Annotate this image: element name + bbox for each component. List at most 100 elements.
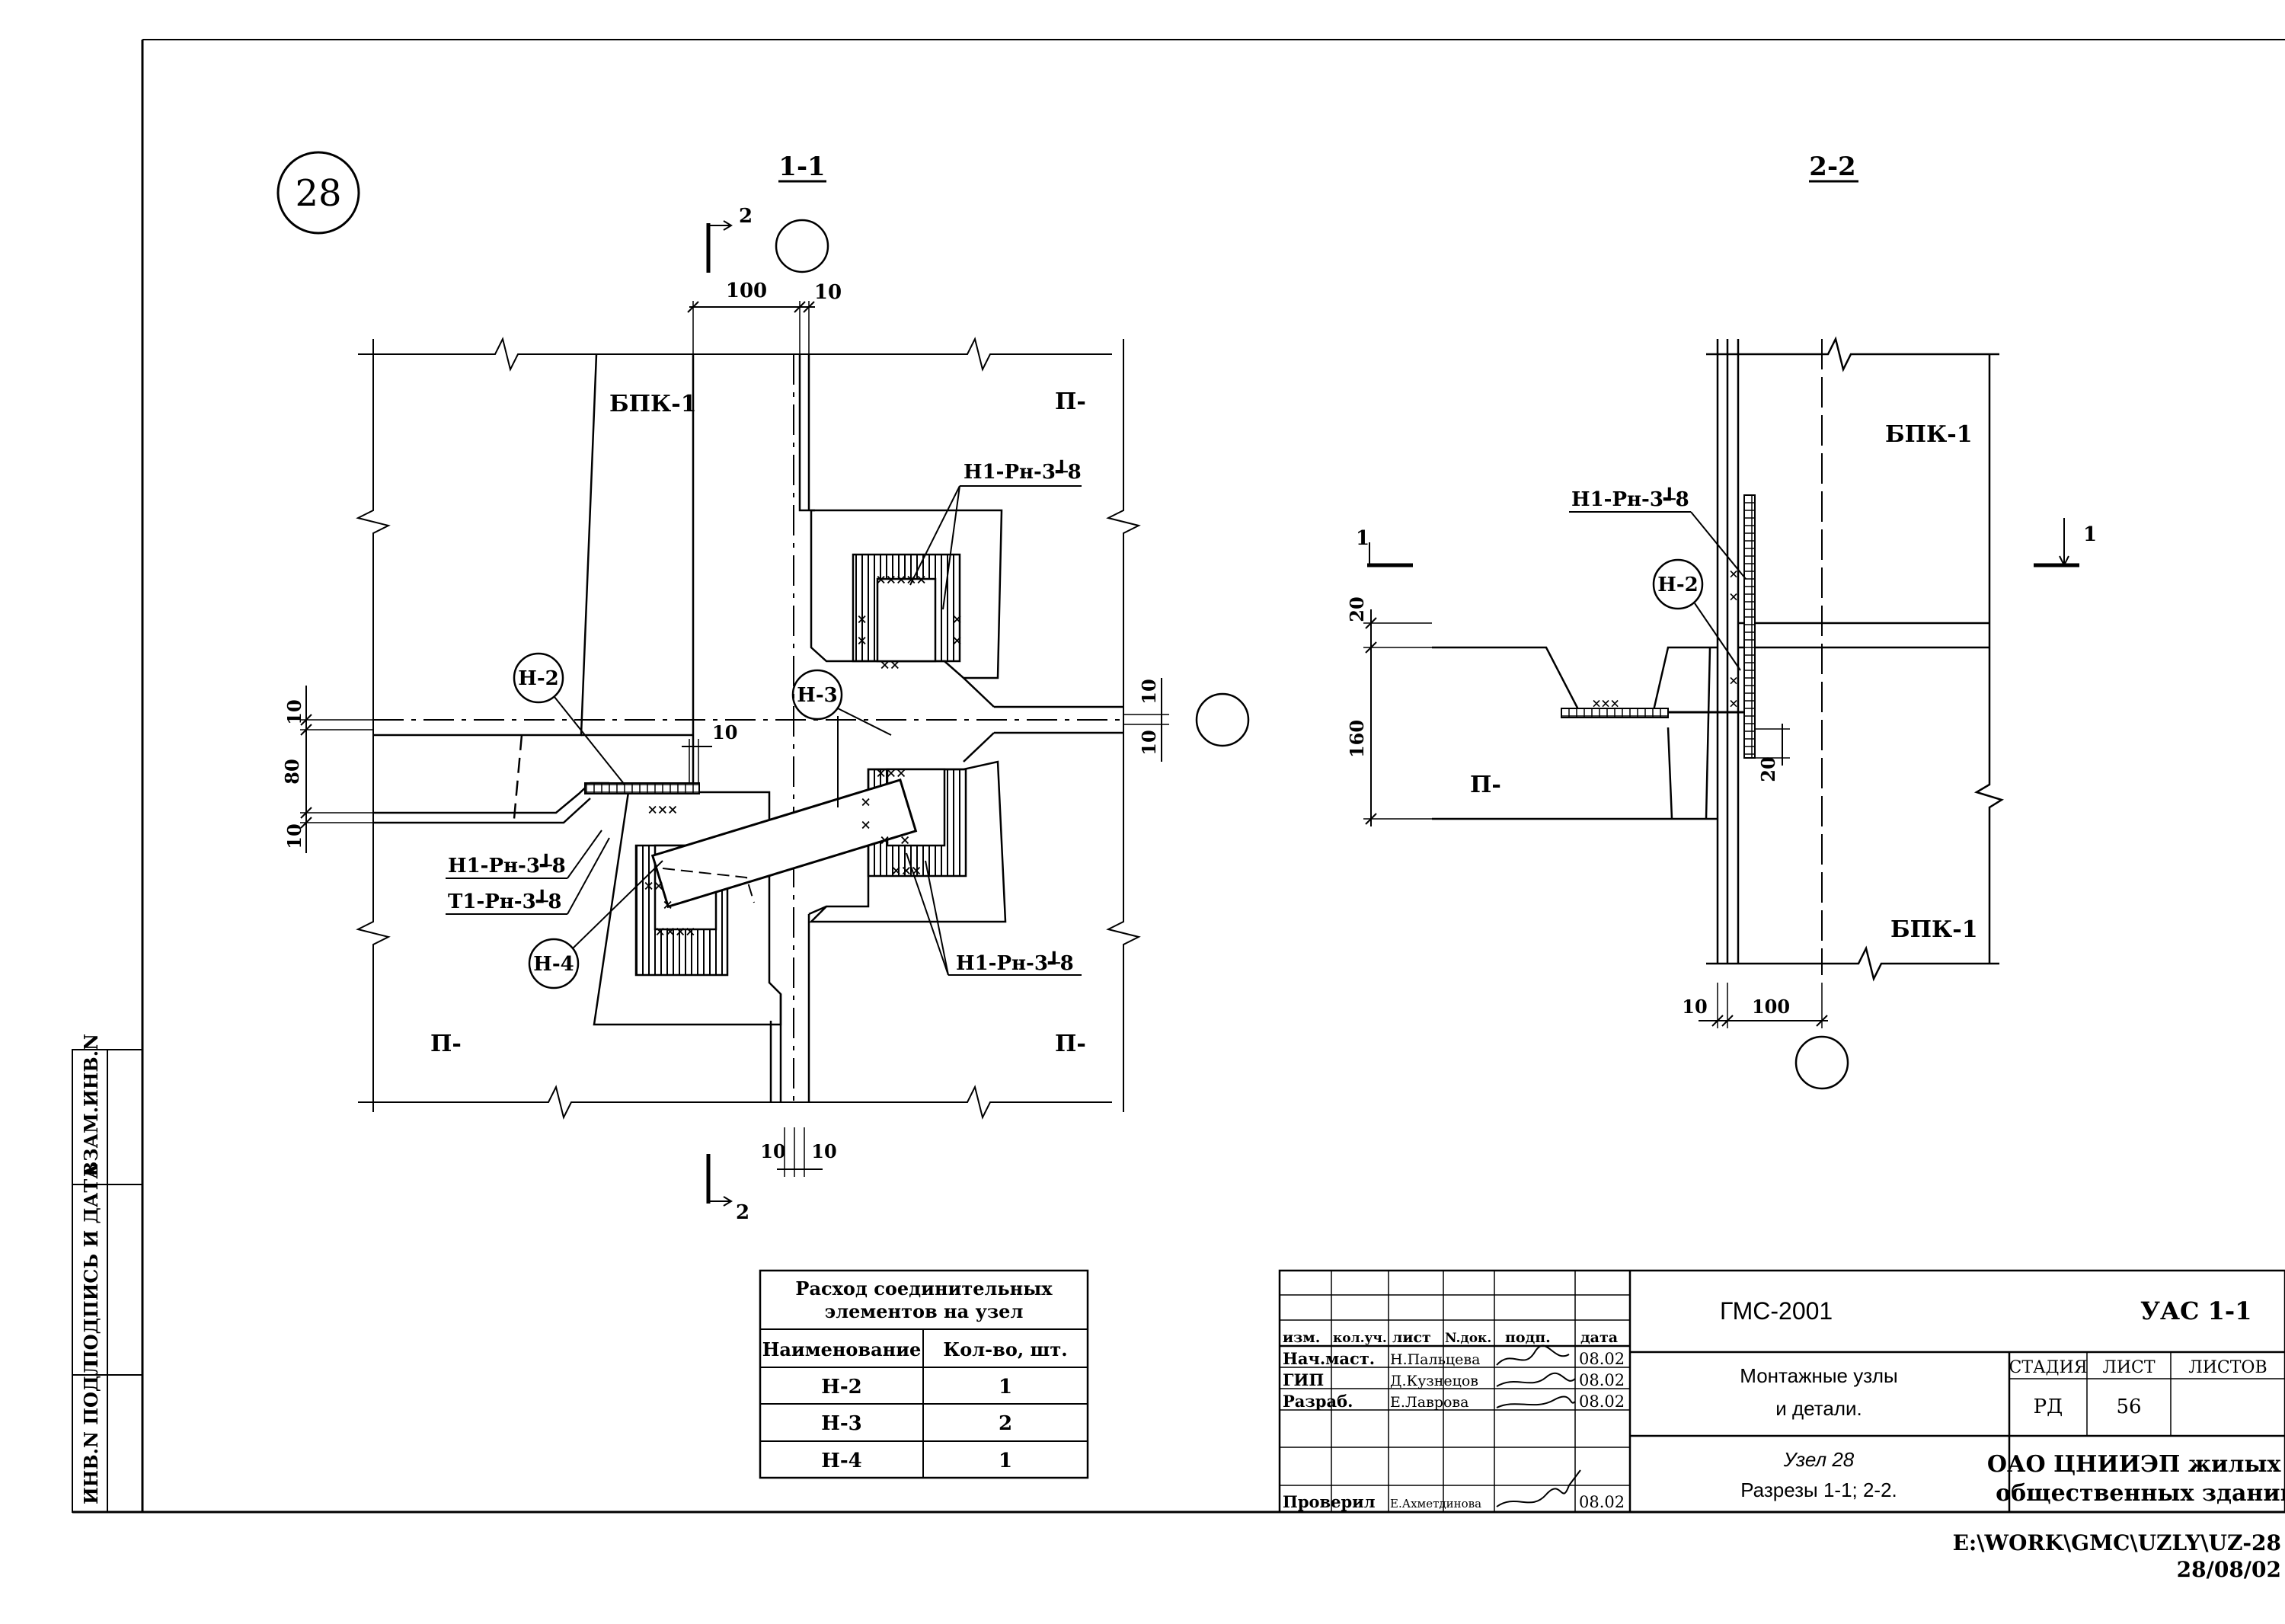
spec-title-line1: Расход соединительных (795, 1277, 1053, 1300)
section-1-1-title: 1-1 (778, 152, 825, 182)
staff-1-date: 08.02 (1579, 1350, 1625, 1368)
sub-title-2: Разрезы 1-1; 2-2. (1740, 1479, 1897, 1501)
section-1-1: 1-1 2 2 100 10 (281, 152, 1250, 1224)
svg-text:×: × (861, 816, 871, 835)
dim-top-100: 100 (726, 280, 767, 302)
staff-3-name: Е.Лаврова (1390, 1394, 1468, 1411)
doc-title-1: Монтажные узлы (1740, 1364, 1897, 1387)
weld-crosses: ×× ××× × × × × ××× ××× ×× ×××× × × × × × (644, 610, 962, 941)
tag-n4-circle (528, 938, 580, 989)
spec-title-line2: элементов на узел (825, 1300, 1024, 1322)
section-2-2: 2-2 1 1 П- (1346, 152, 2097, 1090)
tag-n2: Н-2 (518, 667, 558, 690)
weld-label-left-2: Т1-Рн-3┹8 (448, 889, 561, 913)
staff-4-date: 08.02 (1579, 1493, 1625, 1511)
svg-text:×: × (952, 610, 962, 629)
spec-row-3-name: Н-4 (821, 1450, 861, 1472)
dim-bottom-10-section-2: 10 (1682, 996, 1707, 1018)
tag-n2-section-2-circle (1652, 558, 1704, 610)
tag-n2-circle (513, 652, 564, 704)
dim-right-10b: 10 (1138, 730, 1160, 755)
svg-text:×××: ××× (876, 764, 906, 783)
plate-n1-embed (1743, 494, 1756, 759)
file-path: E:\WORK\GMC\UZLY\UZ-28 (1953, 1530, 2281, 1555)
org-line-2: общественных зданий (1996, 1480, 2285, 1507)
staff-4-role: Проверил (1283, 1492, 1376, 1511)
spec-header-qty: Кол-во, шт. (943, 1338, 1067, 1360)
svg-text:×: × (663, 896, 673, 915)
svg-text:×: × (857, 631, 867, 651)
staff-3-date: 08.02 (1579, 1392, 1625, 1411)
dim-top-10: 10 (814, 281, 842, 304)
doc-code: ГМС-2001 (1720, 1297, 1833, 1325)
tag-n4: Н-4 (533, 953, 574, 976)
sheet-code: УАС 1-1 (2140, 1296, 2251, 1325)
label-bpk-top-section-2: БПК-1 (1885, 421, 1973, 448)
sheet-frame (72, 39, 2285, 1514)
dim-left-80: 80 (281, 759, 303, 784)
label-p-bottom-right: П- (1055, 1031, 1086, 1057)
stamp-signature-date: ПОДПИСЬ И ДАТА (80, 1164, 102, 1367)
svg-text:×: × (861, 793, 871, 812)
svg-text:××: ×× (880, 656, 900, 675)
weld-label-bottom: Н1-Рн-3┹8 (956, 951, 1074, 975)
spec-row-1-qty: 1 (999, 1376, 1012, 1399)
sheet-header: ЛИСТ (2102, 1358, 2155, 1377)
signatures (1496, 1344, 1581, 1507)
cut-2-label-top: 2 (739, 205, 753, 228)
spec-row-3-qty: 1 (999, 1450, 1012, 1472)
stage-header: СТАДИЯ (2009, 1358, 2087, 1377)
axis-bubble-right (1195, 692, 1250, 747)
svg-text:×: × (1729, 564, 1738, 583)
side-stamp: ИНВ.N ПОДЛ ПОДПИСЬ И ДАТА ВЗАМ.ИНВ.N (72, 1034, 143, 1513)
pocket-upper (810, 509, 1003, 679)
tag-n3: Н-3 (797, 684, 837, 707)
org-line-1: ОАО ЦНИИЭП жилых и (1987, 1451, 2285, 1478)
dim-right-10a: 10 (1138, 679, 1160, 704)
weld-label-left-1: Н1-Рн-3┹8 (448, 853, 566, 878)
doc-title-2: и детали. (1775, 1397, 1862, 1420)
label-bpk-bottom-section-2: БПК-1 (1890, 916, 1978, 943)
dim-bottom-10a: 10 (760, 1140, 785, 1162)
dim-mid-10: 10 (712, 721, 737, 743)
sub-title-1: Узел 28 (1783, 1448, 1855, 1471)
svg-text:××××: ×××× (655, 922, 695, 941)
col-kol-uch: кол.уч. (1333, 1331, 1387, 1346)
dim-bottom-10b: 10 (811, 1140, 836, 1162)
svg-text:×: × (952, 631, 962, 651)
staff-4-name: Е.Ахметдинова (1390, 1497, 1481, 1511)
svg-text:× ×: × × (880, 831, 910, 850)
sheet-value: 56 (2116, 1395, 2141, 1418)
axis-bubble-section-2 (1794, 1035, 1849, 1090)
dim-160: 160 (1346, 720, 1368, 758)
dim-left-10b: 10 (283, 823, 305, 849)
label-bpk-1: БПК-1 (609, 391, 697, 417)
axis-bubble-top (775, 219, 829, 273)
section-2-2-title: 2-2 (1809, 152, 1855, 182)
svg-text:××: ×× (644, 877, 664, 896)
svg-text:×: × (1729, 671, 1738, 689)
svg-text:×: × (1729, 587, 1738, 606)
col-date: дата (1580, 1329, 1618, 1346)
col-doc-no: N.док. (1445, 1331, 1491, 1346)
spec-row-2-qty: 2 (999, 1412, 1012, 1435)
cut-1-label-left: 1 (1356, 527, 1369, 550)
staff-2-date: 08.02 (1579, 1371, 1625, 1389)
connector-plate-n2 (584, 782, 700, 794)
svg-text:×××: ××× (647, 801, 678, 820)
label-p-section-2: П- (1470, 772, 1501, 798)
svg-text:×: × (1729, 694, 1738, 712)
cut-1-label-right: 1 (2083, 523, 2097, 546)
stamp-inv-no: ИНВ.N ПОДЛ (80, 1360, 102, 1504)
staff-3-role: Разраб. (1283, 1392, 1353, 1411)
dim-bottom-100-section-2: 100 (1752, 996, 1790, 1018)
svg-text:×××: ××× (891, 862, 922, 881)
spec-row-1-name: Н-2 (821, 1376, 861, 1399)
file-date: 28/08/02 (2177, 1557, 2281, 1582)
section-cut-1-right: 1 (2034, 518, 2097, 567)
connector-plate-n3 (650, 778, 918, 909)
svg-text:×××: ××× (1592, 694, 1619, 712)
dim-left-10a: 10 (283, 699, 305, 724)
col-list: лист (1392, 1329, 1431, 1346)
